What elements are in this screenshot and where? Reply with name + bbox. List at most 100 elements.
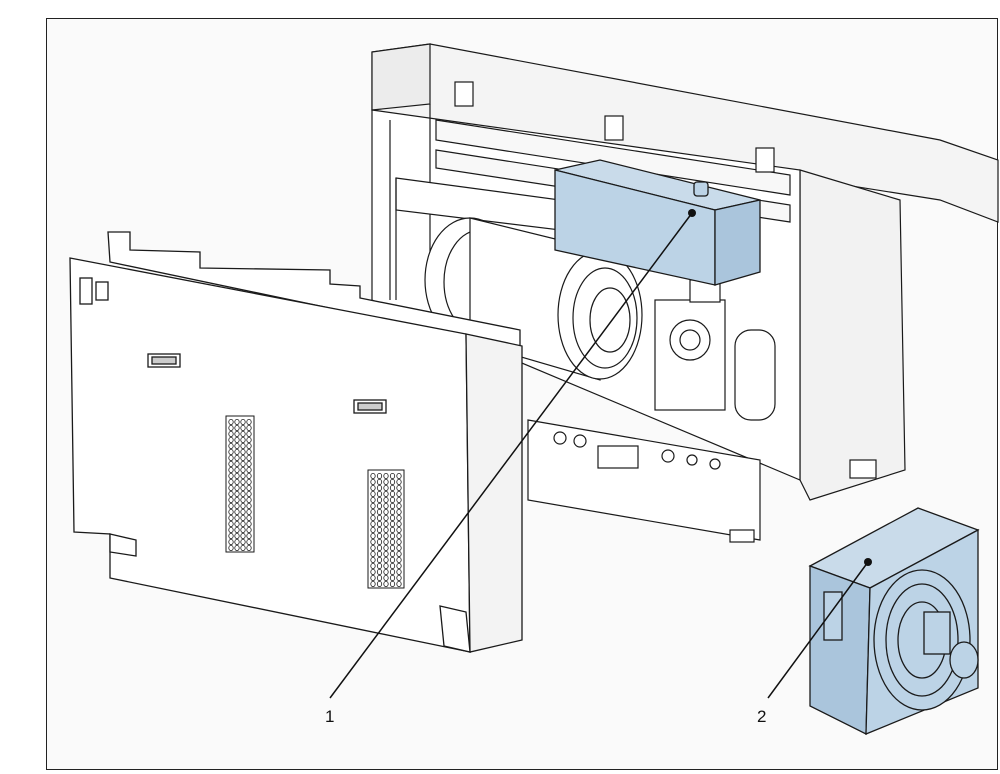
vent-hole [389,539,396,546]
vent-hole [383,563,389,570]
vent-hole [396,502,402,509]
vent-hole [370,508,376,515]
vent-hole [228,454,234,461]
vent-hole [234,533,240,540]
vent-hole [376,478,383,485]
leader-line-2 [767,558,872,699]
vent-hole [396,478,402,485]
vent-hole [376,581,383,588]
vent-hole [396,557,402,564]
vent-hole [240,539,246,546]
vent-hole [389,533,396,540]
vent-hole [376,508,383,515]
vent-hole [389,581,396,588]
vent-hole [228,484,234,491]
vent-hole [240,430,246,437]
vent-hole [389,490,396,497]
vent-hole [246,424,252,431]
vent-hole [234,484,240,491]
vent-hole [228,478,234,485]
callout-label-1: 1 [325,707,334,726]
vent-hole [376,575,383,582]
vent-hole [240,533,246,540]
vent-hole [370,490,376,497]
vent-hole [234,418,240,425]
vent-hole [383,502,389,509]
vent-hole [234,442,240,449]
vent-hole [370,581,376,588]
vent-hole [240,454,246,461]
vent-hole [240,515,246,522]
vent-hole [246,521,252,528]
vent-hole [376,484,383,491]
vent-hole [396,581,402,588]
vent-hole [389,563,396,570]
vent-hole [389,496,396,503]
vent-hole [234,521,240,528]
vent-hole [389,557,396,564]
vent-hole [376,502,383,509]
vent-hole [246,545,252,552]
vent-hole [228,448,234,455]
vent-hole [228,490,234,497]
vent-hole [246,484,252,491]
vent-hole [376,521,383,528]
vent-hole [246,460,252,467]
vent-hole [389,527,396,534]
vent-hole [240,490,246,497]
vent-hole [383,575,389,582]
vent-hole [389,545,396,552]
vent-hole [234,460,240,467]
vent-hole [389,551,396,558]
vent-hole [383,490,389,497]
vent-hole [240,472,246,479]
vent-hole [383,539,389,546]
vent-hole [396,490,402,497]
vent-hole [370,502,376,509]
vent-hole [389,575,396,582]
vent-hole [246,533,252,540]
vent-hole [240,496,246,503]
vent-grille-left [225,415,255,553]
vent-hole [234,466,240,473]
vent-hole [376,539,383,546]
vent-hole [370,545,376,552]
vent-hole [228,472,234,479]
vent-hole [376,515,383,522]
vent-hole [240,442,246,449]
vent-hole [228,508,234,515]
vent-hole [228,545,234,552]
vent-hole [246,496,252,503]
vent-hole [370,496,376,503]
vent-hole [234,436,240,443]
vent-hole [376,545,383,552]
vent-hole [383,521,389,528]
vent-hole [234,515,240,522]
vent-hole [389,472,396,479]
vent-hole [383,527,389,534]
vent-hole [234,430,240,437]
vent-hole [376,563,383,570]
vent-hole [370,533,376,540]
vent-hole [376,569,383,576]
vent-hole [246,539,252,546]
vent-hole [370,539,376,546]
vent-hole [246,454,252,461]
vent-hole [234,508,240,515]
vent-hole [376,472,383,479]
vent-hole [389,478,396,485]
fan-cooler-highlight [808,507,980,736]
vent-hole [383,472,389,479]
vent-hole [228,430,234,437]
vent-hole [396,472,402,479]
vent-hole [234,424,240,431]
vent-hole [370,569,376,576]
vent-hole [240,508,246,515]
vent-hole [240,448,246,455]
vent-hole [246,527,252,534]
vent-hole [389,521,396,528]
vent-hole [376,551,383,558]
vent-hole [228,533,234,540]
vent-hole [234,527,240,534]
vent-hole [240,478,246,485]
